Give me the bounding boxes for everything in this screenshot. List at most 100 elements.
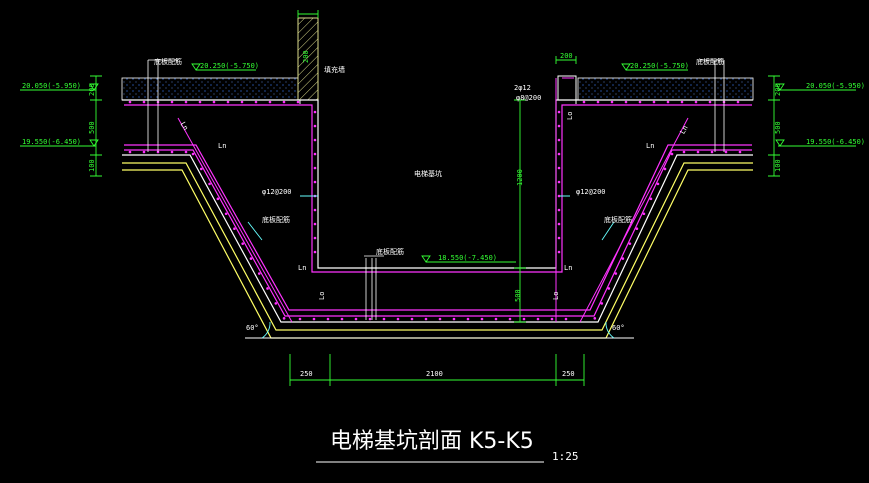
rebar-dot <box>557 138 561 142</box>
rebar-dot <box>313 152 317 156</box>
rebar-dot <box>649 197 653 201</box>
elev-top-left: 20.050(-5.950) <box>22 82 81 90</box>
rebar-dot <box>142 150 146 154</box>
rebar-dot <box>680 100 684 104</box>
elev-mid-left: 19.550(-6.450) <box>22 138 81 146</box>
dimension-lines <box>20 10 856 386</box>
angle-right: 60° <box>612 324 625 332</box>
rebar-dot <box>424 317 428 321</box>
lo-top-right: Lo <box>566 112 574 120</box>
rebar-dot <box>494 317 498 321</box>
rebar-dot <box>610 100 614 104</box>
rebar-dot <box>452 317 456 321</box>
dim-slab-left: 200 <box>88 83 96 96</box>
rebar-dot <box>298 317 302 321</box>
rebar-dot <box>557 236 561 240</box>
structure-note-mid: 底板配筋 <box>376 247 404 256</box>
rebar-dot <box>624 100 628 104</box>
rebar-dot <box>663 167 667 171</box>
structure-note-right: 底板配筋 <box>604 215 632 224</box>
rebar-dot <box>710 150 714 154</box>
rebar-dot <box>557 222 561 226</box>
rebar-dot <box>257 272 261 275</box>
structure-note-left: 底板配筋 <box>262 215 290 224</box>
ln-left: Ln <box>218 142 226 150</box>
rebar-dot <box>438 317 442 321</box>
elev-pit-bottom: 18.550(-7.450) <box>438 254 497 262</box>
rebar-dot <box>536 317 540 321</box>
rebar-dot <box>708 100 712 104</box>
rebar-dot <box>557 208 561 212</box>
rebar-dot <box>593 317 597 320</box>
rebar-dot <box>628 242 632 245</box>
drawing-scale: 1:25 <box>552 450 579 463</box>
rebar-top2: φ8@200 <box>516 94 541 102</box>
rebar-dot <box>241 242 244 245</box>
dim-bottom-width: 2100 <box>426 370 443 378</box>
rebar-dot <box>557 194 561 198</box>
dim-depth-left: 500 <box>88 121 96 134</box>
rebar-dot <box>313 124 317 128</box>
rebar-dot <box>313 236 317 240</box>
rebar-dot <box>312 317 316 321</box>
elev-mid-right: 19.550(-6.450) <box>806 138 865 146</box>
pit-label: 电梯基坑 <box>414 169 442 178</box>
rebar-dot <box>557 124 561 128</box>
rebar-left: φ12@200 <box>262 188 292 196</box>
rebar-dot <box>216 197 220 201</box>
angle-marks <box>247 195 615 339</box>
rebar-dot <box>313 138 317 142</box>
dim-base-left: 100 <box>88 159 96 172</box>
rebar-dot <box>266 287 269 290</box>
rebar-dot <box>736 100 740 104</box>
rebar-dot <box>233 227 236 230</box>
dim-depth-right: 500 <box>774 121 782 134</box>
rebar-dot <box>738 150 742 154</box>
rebar-dot <box>696 150 700 154</box>
ln-diag-left: Ln <box>179 121 190 132</box>
ln-right: Ln <box>646 142 654 150</box>
lo-left: Lo <box>318 292 326 300</box>
ln-mid-right: Ln <box>564 264 572 272</box>
rebar-dot <box>340 317 344 321</box>
rebar-dot <box>638 100 642 104</box>
ln-mid-left: Ln <box>298 264 306 272</box>
rebar-dot <box>282 317 286 320</box>
rebar-dot <box>313 180 317 184</box>
rebar-dot <box>666 100 670 104</box>
rebar-dot <box>564 317 568 321</box>
dim-pit-floor: 500 <box>514 289 522 302</box>
rebar-dot <box>191 152 195 156</box>
rebar-dot <box>508 317 512 321</box>
rebar-dot <box>724 150 728 154</box>
inner-wall-lines <box>299 100 577 104</box>
elev-slab-left: 20.250(-5.750) <box>200 62 259 70</box>
rebar-dot <box>142 100 146 104</box>
rebar-dot <box>522 317 526 321</box>
rebar-dot <box>621 257 625 260</box>
rebar-dot <box>642 212 646 216</box>
rebar-dot <box>466 317 470 321</box>
rebar-dot <box>128 100 132 104</box>
rebar-dot <box>296 100 300 104</box>
concrete-outline <box>122 99 753 323</box>
rebar-dot <box>313 222 317 226</box>
rebar-dot <box>224 212 228 216</box>
rebar-dot <box>226 100 230 104</box>
dim-bottom-right: 250 <box>562 370 575 378</box>
rebar-left-diag <box>177 117 293 323</box>
rebar-dot <box>382 317 386 321</box>
rebar-dot <box>199 167 203 171</box>
rebar-dot <box>240 100 244 104</box>
outer-cushion <box>122 162 753 339</box>
rebar-dot <box>212 100 216 104</box>
ln-diag-right: Ln <box>679 124 690 135</box>
rebar-dot <box>557 110 561 114</box>
rebar-dot <box>354 317 358 321</box>
rebar-dot <box>557 250 561 254</box>
dim-pit-depth: 1200 <box>516 169 524 186</box>
dim-bottom-left: 250 <box>300 370 313 378</box>
structure-note-tl: 底板配筋 <box>154 57 182 66</box>
drawing-title: 电梯基坑剖面 K5-K5 <box>330 429 534 454</box>
